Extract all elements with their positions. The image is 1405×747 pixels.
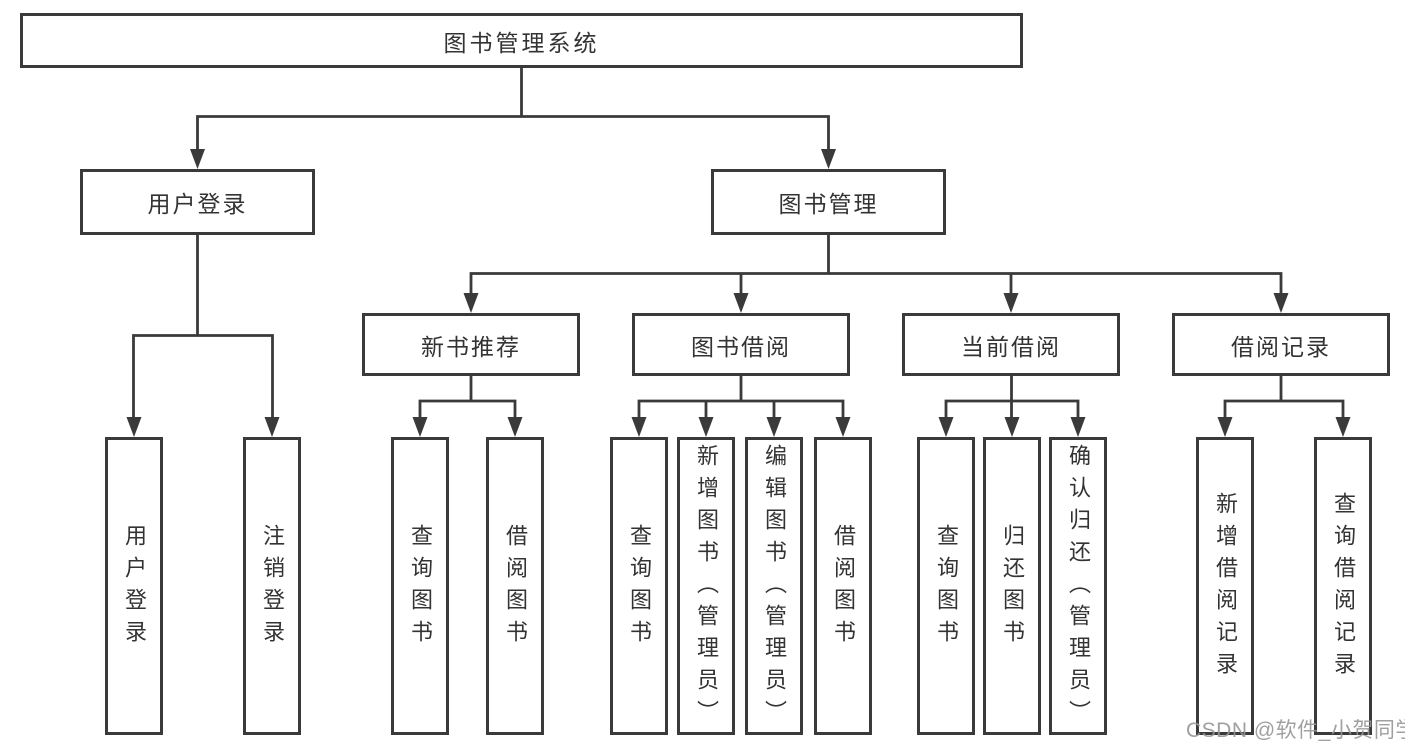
connector-book-borrow-branch [637,374,845,420]
csdn-watermark: CSDN @软件_小贺同学 [1186,719,1405,742]
node-bb-add-books-admin: 新增图书（管理员） [677,437,735,735]
node-bb-borrow-books: 借阅图书 [814,437,872,735]
node-cb-return-books: 归还图书 [983,437,1041,735]
connector-root-to-level2 [196,66,830,152]
node-br-query-record: 查询借阅记录 [1314,437,1372,735]
node-book-borrow: 图书借阅 [632,313,850,376]
node-cb-query-books: 查询图书 [917,437,975,735]
node-bb-edit-books-admin: 编辑图书（管理员） [745,437,803,735]
connector-book-mgmt-branch [469,233,1283,296]
connector-current-borrow-branch [944,374,1080,420]
node-current-borrow: 当前借阅 [902,313,1120,376]
node-root: 图书管理系统 [20,13,1023,68]
connector-borrow-records-branch [1223,374,1345,420]
node-nbr-borrow-books: 借阅图书 [486,437,544,735]
node-borrow-records: 借阅记录 [1172,313,1390,376]
node-logout-action: 注销登录 [243,437,301,735]
node-new-book-recommend: 新书推荐 [362,313,580,376]
node-nbr-query-books: 查询图书 [391,437,449,735]
node-book-management: 图书管理 [711,169,946,235]
node-user-login-action: 用户登录 [105,437,163,735]
node-user-login: 用户登录 [80,169,315,235]
connector-new-book-branch [418,374,517,420]
node-cb-confirm-return-admin: 确认归还（管理员） [1049,437,1107,735]
node-bb-query-books: 查询图书 [610,437,668,735]
arrowheads [126,149,1351,437]
connector-user-login-branch [132,233,274,420]
node-br-add-record: 新增借阅记录 [1196,437,1254,735]
